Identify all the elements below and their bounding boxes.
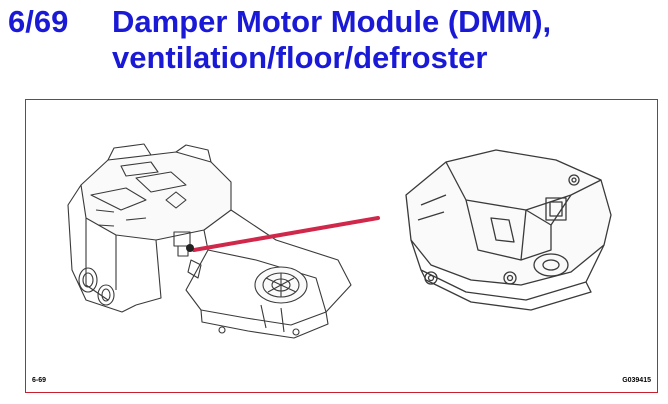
damper-motor-module-drawing: [405, 149, 612, 311]
figure-reference-right: G039415: [622, 377, 651, 384]
page-title-line-2: ventilation/floor/defroster: [112, 40, 488, 75]
figure-illustration: [67, 143, 612, 339]
section-number: 6/69: [8, 4, 69, 39]
figure-frame: 6-69 G039415: [25, 99, 658, 393]
pointer-line: [192, 216, 380, 252]
page-title-line-1: Damper Motor Module (DMM),: [112, 4, 552, 39]
pointer-origin-marker: [186, 244, 194, 252]
hvac-housing-drawing: [67, 143, 352, 339]
figure-reference-left: 6-69: [32, 377, 47, 384]
